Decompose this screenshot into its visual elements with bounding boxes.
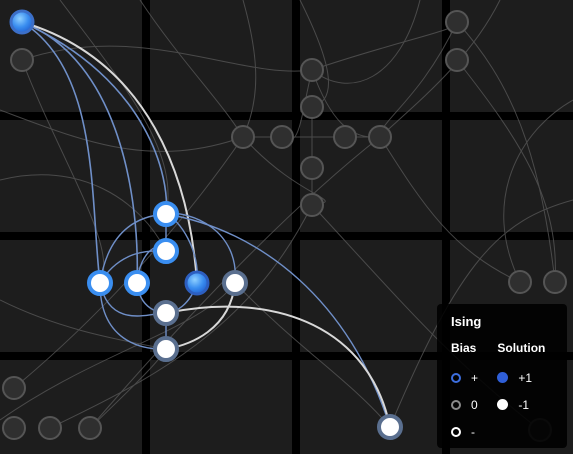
qubit-node-blue[interactable] [9,9,35,35]
qubit-node [300,156,324,180]
solution-header: Solution [497,341,546,355]
bias-column: Bias + 0 - [451,341,497,448]
legend-label: + [471,370,479,385]
legend-label: 0 [471,397,478,412]
solution-column: Solution +1 -1 [497,341,553,448]
legend-row: +1 [497,367,553,388]
qubit-node-white[interactable] [87,270,113,296]
qubit-node-white[interactable] [124,270,150,296]
legend-label: +1 [518,370,533,385]
bias-header: Bias [451,341,477,355]
qubit-node [270,125,294,149]
qubit-node [2,416,26,440]
inactive-edges [0,0,573,431]
legend-title: Ising [451,314,482,329]
legend-row: -1 [497,394,553,415]
qubit-node [508,270,532,294]
qubit-node [10,48,34,72]
qubit-node [333,125,357,149]
qubit-node [2,376,26,400]
qubit-node-white[interactable] [153,238,179,264]
qubit-node [78,416,102,440]
qubit-node [445,48,469,72]
qubit-node-white[interactable] [153,336,179,362]
solution-positive-icon [497,372,509,383]
bias-minus-icon [451,426,461,437]
active-nodes [9,9,403,440]
qubit-node-blue[interactable] [184,270,210,296]
qubit-node [543,270,567,294]
legend-row: 0 [451,394,497,415]
legend-row: + [451,367,497,388]
bias-zero-icon [451,399,461,410]
qubit-node [300,58,324,82]
qubit-node [231,125,255,149]
ising-legend: Ising Bias + 0 - Solution +1 [437,304,567,448]
qubit-node-white[interactable] [222,270,248,296]
qubit-node-white[interactable] [153,201,179,227]
qubit-node [300,193,324,217]
legend-row: - [451,421,497,442]
legend-label: - [471,424,475,439]
legend-label: -1 [518,397,530,412]
qubit-node [445,10,469,34]
qubit-node [300,95,324,119]
qubit-node [368,125,392,149]
bias-plus-icon [451,372,461,383]
solution-negative-icon [497,399,509,410]
qubit-node-white[interactable] [153,300,179,326]
qubit-node [38,416,62,440]
qubit-node-white[interactable] [377,414,403,440]
